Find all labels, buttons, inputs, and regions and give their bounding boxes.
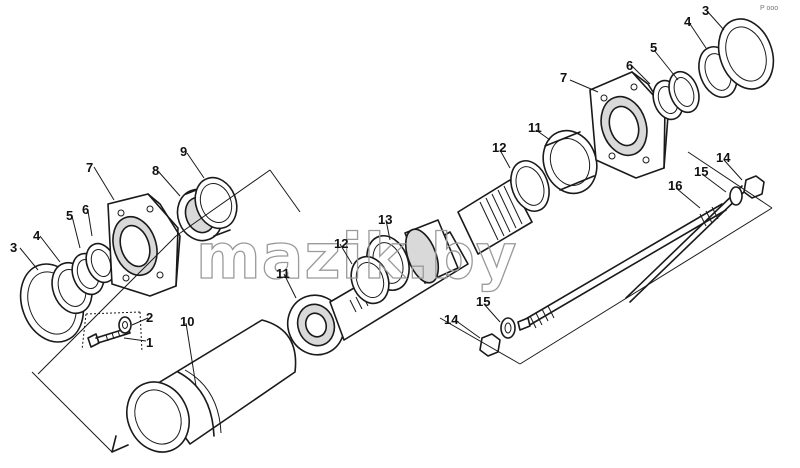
upper-tie-rod-16 [625,185,747,303]
nut-14-lower [479,333,501,357]
callout-tie-14: 14 [444,312,459,327]
callout-right-3: 3 [702,3,709,18]
callout-tie-15: 15 [476,294,490,309]
callout-left-13: 13 [378,212,392,227]
callout-left-5: 5 [66,208,73,223]
callout-right-15: 15 [694,164,708,179]
seal-ring-12-left [350,255,390,305]
callout-right-5: 5 [650,40,657,55]
assembly-arrow [111,435,129,453]
callout-left-10: 10 [180,314,194,329]
assembly-guide-lower [31,151,773,453]
corner-mark: P ooo [760,5,778,12]
piston-body [404,219,459,284]
left-ring-6 [85,242,117,284]
washer-2 [118,316,132,334]
assembly-guide-upper [175,169,301,237]
nut-14-upper [743,175,765,199]
rod-thread-section [457,179,533,255]
cylinder-barrel-10 [126,319,297,453]
right-outer-ring-3 [717,18,775,90]
tie-rod-16 [523,203,727,329]
callout-left-9: 9 [180,144,187,159]
washer-15-upper [729,186,743,206]
callout-left-6: 6 [82,202,89,217]
washer-15-lower [500,317,516,339]
callout-left-11: 11 [276,266,290,281]
right-flange-7 [589,71,669,179]
callout-left-4: 4 [33,228,41,243]
callout-left-2: 2 [146,310,153,325]
head-bushing-11 [542,129,598,195]
right-ring-5 [668,70,700,114]
bolt-group-box [81,311,143,353]
watermark: mazik.by [196,220,517,293]
callout-left-12: 12 [334,236,348,251]
callout-right-12: 12 [492,140,506,155]
callout-left-1: 1 [146,335,153,350]
callout-right-11: 11 [528,120,542,135]
callout-right-6: 6 [626,58,633,73]
seal-ring-12-right [510,160,550,212]
callout-right-4: 4 [684,14,692,29]
left-flange-7 [107,193,181,297]
sleeve-lower [517,317,531,331]
callout-left-8: 8 [152,163,159,178]
rod-end-bushing-11 [286,294,346,356]
callout-right-14: 14 [716,150,731,165]
callout-right-16: 16 [668,178,682,193]
callout-right-7: 7 [560,70,567,85]
callout-left-3: 3 [10,240,17,255]
callout-left-7: 7 [86,160,93,175]
callout-leaders [19,11,743,387]
